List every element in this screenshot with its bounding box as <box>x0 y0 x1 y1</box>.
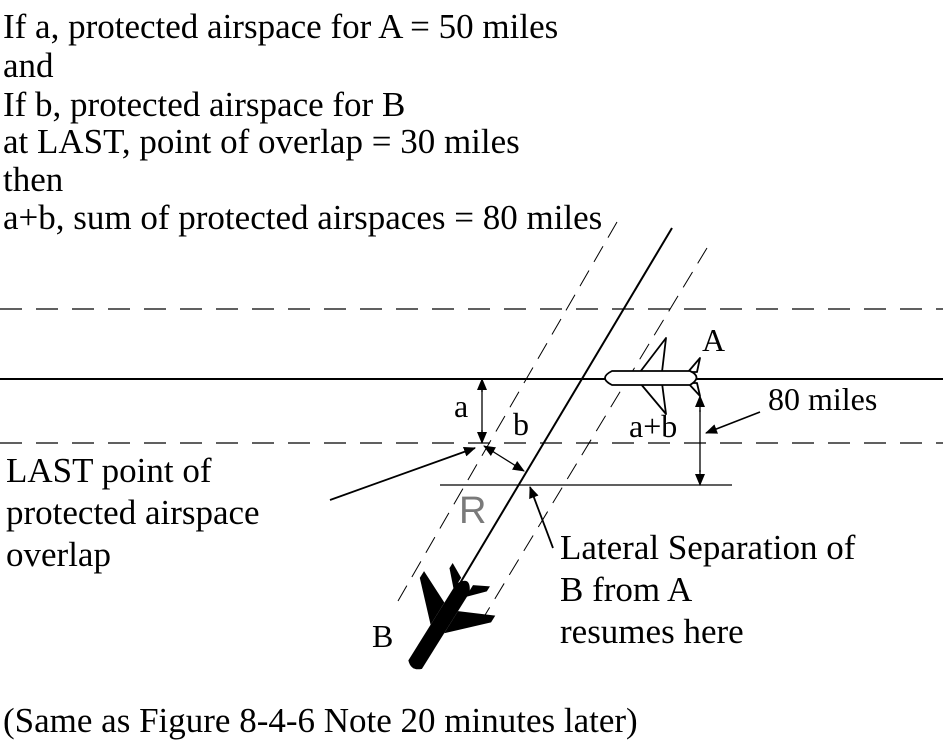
airspace-b-right-boundary <box>475 247 708 631</box>
note-last-point-line-2: protected airspace <box>6 493 260 532</box>
pointer-lateral-separation <box>529 486 554 549</box>
dimension-b-arrow-2 <box>511 461 525 472</box>
header-line-1: If a, protected airspace for A = 50 mile… <box>3 7 559 46</box>
label-region-r: R <box>459 490 487 532</box>
figure-caption: (Same as Figure 8-4-6 Note 20 minutes la… <box>3 701 638 740</box>
pointer-last-point <box>329 447 476 501</box>
note-last-point-line-3: overlap <box>6 535 111 574</box>
note-lateral-line-2: B from A <box>560 570 693 609</box>
pointer-80-miles <box>705 411 761 434</box>
header-line-5: then <box>3 160 64 199</box>
label-dimension-b: b <box>513 406 529 442</box>
label-aircraft-b: B <box>372 618 394 654</box>
label-80-miles: 80 miles <box>768 381 878 417</box>
dimension-b-arrow-1 <box>483 445 497 456</box>
route-b-line <box>449 227 673 601</box>
header-line-3: If b, protected airspace for B <box>3 85 406 124</box>
dimension-b-shaft <box>491 450 517 467</box>
aircraft-a-icon <box>604 337 701 415</box>
note-lateral-line-1: Lateral Separation of <box>560 528 856 567</box>
label-dimension-ab: a+b <box>629 408 678 444</box>
header-line-6: a+b, sum of protected airspaces = 80 mil… <box>3 198 603 237</box>
airspace-b-left-boundary <box>397 221 618 602</box>
aircraft-b-icon <box>408 563 496 670</box>
note-last-point-line-1: LAST point of <box>6 451 212 490</box>
header-line-4: at LAST, point of overlap = 30 miles <box>3 122 520 161</box>
label-dimension-a: a <box>454 388 469 424</box>
header-line-2: and <box>3 46 54 85</box>
label-aircraft-a: A <box>702 322 726 358</box>
note-lateral-line-3: resumes here <box>560 612 744 651</box>
